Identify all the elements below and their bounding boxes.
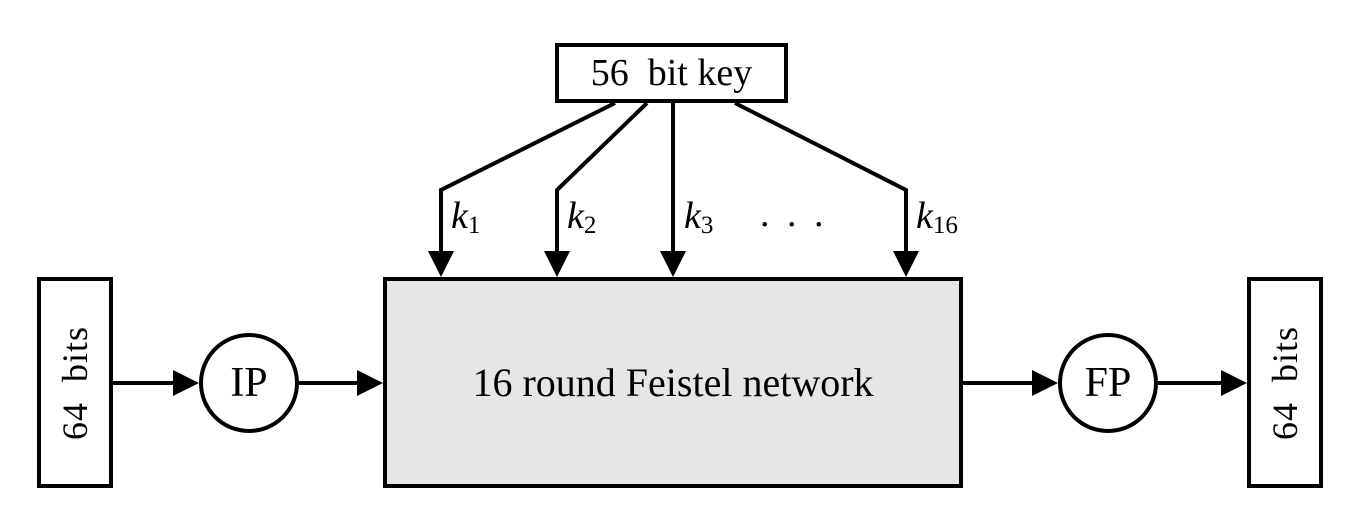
ip-node-label: IP: [230, 360, 268, 406]
input-bits-label: 64 bits: [55, 325, 96, 440]
fp-node: FP: [1058, 333, 1158, 433]
arrowhead-fp-to-output: [1221, 370, 1247, 396]
input-bits-box: 64 bits: [37, 277, 113, 488]
round-key-k1-base: k: [451, 195, 468, 237]
round-key-k16-base: k: [916, 195, 933, 237]
round-key-label-k16: k16: [916, 195, 958, 239]
key-arrow-line-k16: [734, 101, 908, 254]
feistel-box: 16 round Feistel network: [383, 277, 963, 488]
round-key-k3-base: k: [684, 195, 701, 237]
arrowhead-k2: [544, 251, 570, 277]
arrowhead-feistel-to-fp: [1032, 370, 1058, 396]
arrowhead-k1: [428, 251, 454, 277]
key-arrow-line-k1: [439, 101, 616, 254]
round-key-label-k1: k1: [451, 195, 481, 239]
key-arrow-line-k2: [555, 101, 649, 254]
round-key-k2-base: k: [567, 195, 584, 237]
round-key-k2-sub: 2: [583, 211, 597, 239]
arrowhead-ip-to-feistel: [357, 370, 383, 396]
arrowhead-k16: [893, 251, 919, 277]
round-key-ellipsis: . . .: [760, 193, 828, 235]
round-key-k16-sub: 16: [932, 211, 958, 239]
fp-node-label: FP: [1084, 360, 1132, 406]
round-key-k1-sub: 1: [467, 211, 481, 239]
output-bits-label: 64 bits: [1265, 325, 1306, 440]
arrowhead-input-to-ip: [173, 370, 199, 396]
output-bits-box: 64 bits: [1247, 277, 1323, 488]
round-key-k3-sub: 3: [700, 211, 714, 239]
arrowhead-k3: [660, 251, 686, 277]
round-key-label-k3: k3: [684, 195, 714, 239]
round-key-label-k2: k2: [567, 195, 597, 239]
key-box: 56 bit key: [555, 43, 788, 103]
ip-node: IP: [199, 333, 299, 433]
feistel-box-label: 16 round Feistel network: [472, 360, 874, 405]
key-box-label: 56 bit key: [590, 52, 753, 94]
